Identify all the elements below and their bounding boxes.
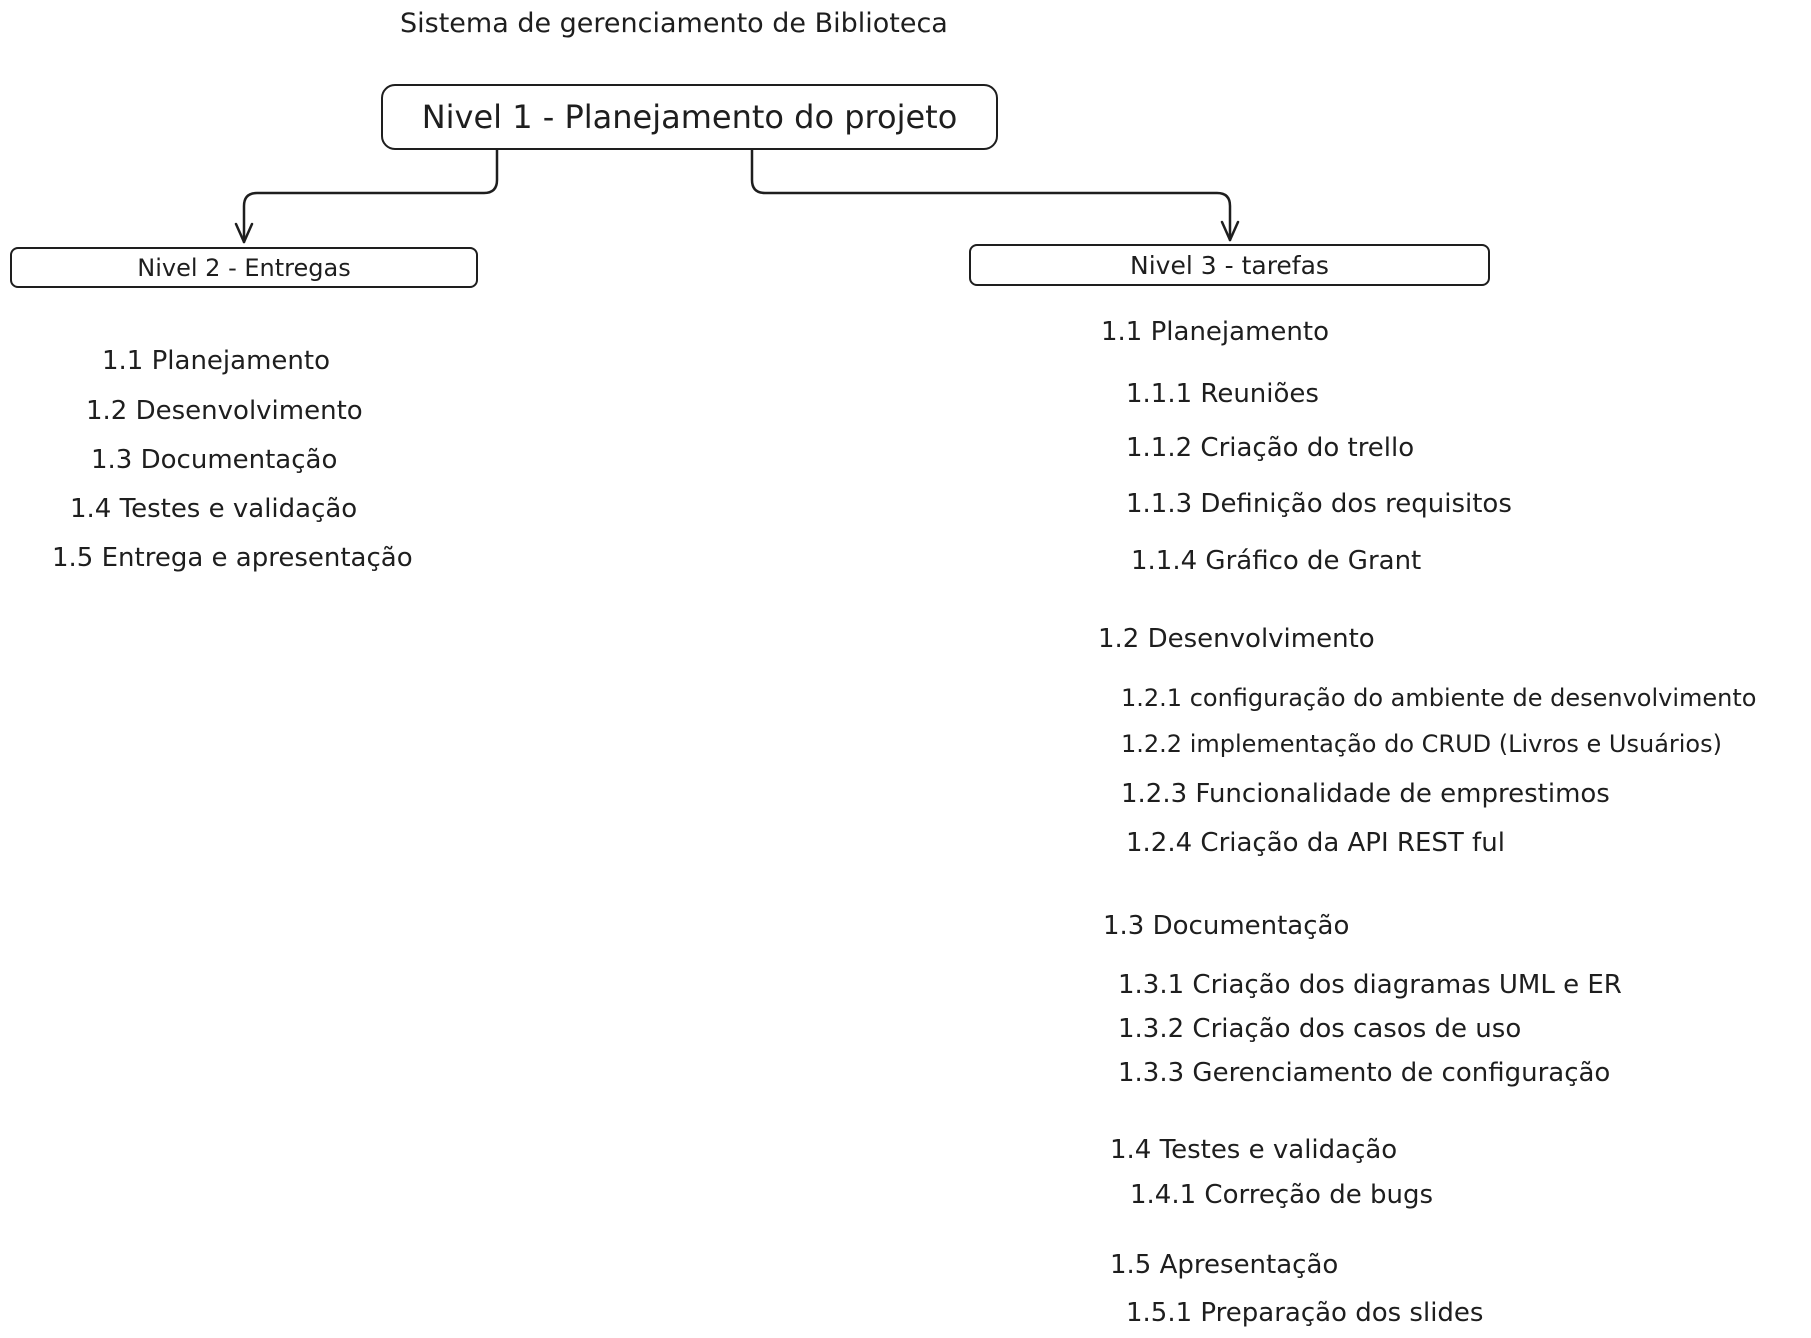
level3-task: 1.3.1 Criação dos diagramas UML e ER <box>1118 970 1622 1000</box>
level2-item: 1.4 Testes e validação <box>70 494 358 524</box>
level3-node: Nivel 3 - tarefas <box>969 244 1490 286</box>
level3-group-heading: 1.3 Documentação <box>1103 911 1350 941</box>
arrowhead-level2 <box>234 222 254 244</box>
level3-task: 1.5.1 Preparação dos slides <box>1126 1298 1484 1328</box>
level3-task: 1.3.2 Criação dos casos de uso <box>1118 1014 1522 1044</box>
level3-task: 1.2.1 configuração do ambiente de desenv… <box>1121 684 1757 712</box>
level2-item: 1.5 Entrega e apresentação <box>52 543 413 573</box>
arrowhead-level3 <box>1220 220 1240 242</box>
level3-task: 1.1.2 Criação do trello <box>1126 433 1415 463</box>
level3-task: 1.1.3 Definição dos requisitos <box>1126 489 1512 519</box>
connector-to-level3 <box>750 148 1232 242</box>
level3-group-heading: 1.1 Planejamento <box>1101 317 1329 347</box>
level3-task: 1.1.4 Gráfico de Grant <box>1131 546 1422 576</box>
connector-to-level2 <box>242 148 499 244</box>
level3-group-heading: 1.5 Apresentação <box>1110 1250 1339 1280</box>
level3-task: 1.2.3 Funcionalidade de emprestimos <box>1121 779 1610 809</box>
level2-item: 1.2 Desenvolvimento <box>86 396 363 426</box>
level3-task: 1.2.2 implementação do CRUD (Livros e Us… <box>1121 730 1722 758</box>
level3-task: 1.2.4 Criação da API REST ful <box>1126 828 1505 858</box>
level2-item: 1.3 Documentação <box>91 445 338 475</box>
level3-task: 1.3.3 Gerenciamento de configuração <box>1118 1058 1611 1088</box>
level3-task: 1.1.1 Reuniões <box>1126 379 1319 409</box>
level3-group-heading: 1.4 Testes e validação <box>1110 1135 1398 1165</box>
level3-task: 1.4.1 Correção de bugs <box>1130 1180 1434 1210</box>
diagram-title: Sistema de gerenciamento de Biblioteca <box>400 8 948 39</box>
level1-node: Nivel 1 - Planejamento do projeto <box>381 84 998 150</box>
level2-item: 1.1 Planejamento <box>102 346 330 376</box>
level3-group-heading: 1.2 Desenvolvimento <box>1098 624 1375 654</box>
level2-node: Nivel 2 - Entregas <box>10 247 478 288</box>
